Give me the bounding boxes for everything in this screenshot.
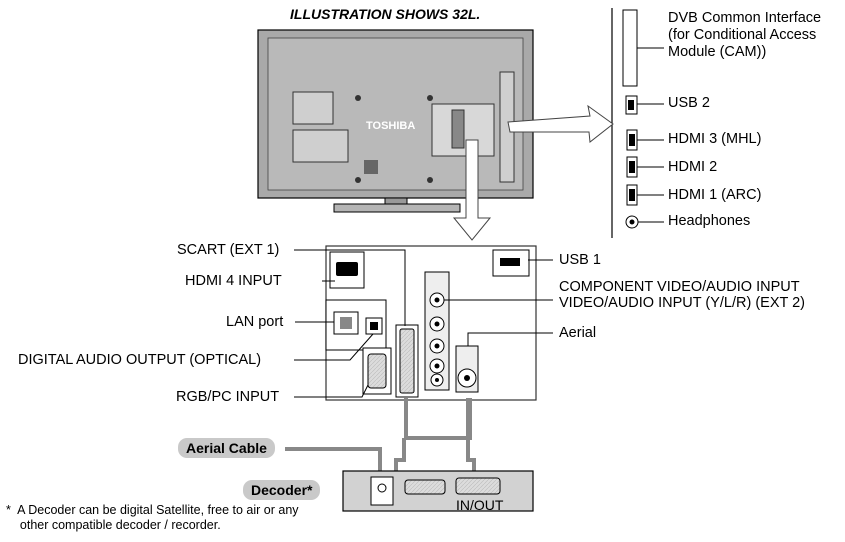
rgb-pc-label: RGB/PC INPUT xyxy=(176,389,280,405)
video-audio-label: VIDEO/AUDIO INPUT (Y/L/R) (EXT 2) xyxy=(559,295,806,311)
decoder-label: Decoder* xyxy=(243,480,321,500)
footnote: * A Decoder can be digital Satellite, fr… xyxy=(6,503,299,532)
decoder-box xyxy=(342,470,534,512)
headphones-label: Headphones xyxy=(668,213,751,229)
usb2-label: USB 2 xyxy=(668,95,710,111)
digital-audio-label: DIGITAL AUDIO OUTPUT (OPTICAL) xyxy=(18,352,262,368)
component-label: COMPONENT VIDEO/AUDIO INPUT xyxy=(559,279,800,295)
side-arrow xyxy=(507,104,614,143)
side-panel xyxy=(611,8,664,238)
scart-label: SCART (EXT 1) xyxy=(177,242,280,258)
lan-label: LAN port xyxy=(226,314,284,330)
tv-rear-illustration xyxy=(257,29,534,213)
hdmi2-label: HDMI 2 xyxy=(668,159,718,175)
leader-lines xyxy=(294,249,553,398)
rear-connector-panel xyxy=(325,245,537,401)
hdmi4-label: HDMI 4 INPUT xyxy=(185,273,282,289)
hdmi3-label: HDMI 3 (MHL) xyxy=(668,131,762,147)
brand-logo-text: TOSHIBA xyxy=(366,120,416,132)
hdmi1-label: HDMI 1 (ARC) xyxy=(668,187,762,203)
aerial-cable-label: Aerial Cable xyxy=(178,438,275,458)
in-out-label: IN/OUT xyxy=(456,497,504,513)
cables xyxy=(285,398,476,476)
dvb-ci-label: DVB Common Interface (for Conditional Ac… xyxy=(668,10,822,60)
usb1-label: USB 1 xyxy=(559,252,601,268)
down-arrow xyxy=(452,139,492,241)
illustration-title: ILLUSTRATION SHOWS 32L. xyxy=(290,6,481,22)
aerial-label: Aerial xyxy=(559,325,597,341)
